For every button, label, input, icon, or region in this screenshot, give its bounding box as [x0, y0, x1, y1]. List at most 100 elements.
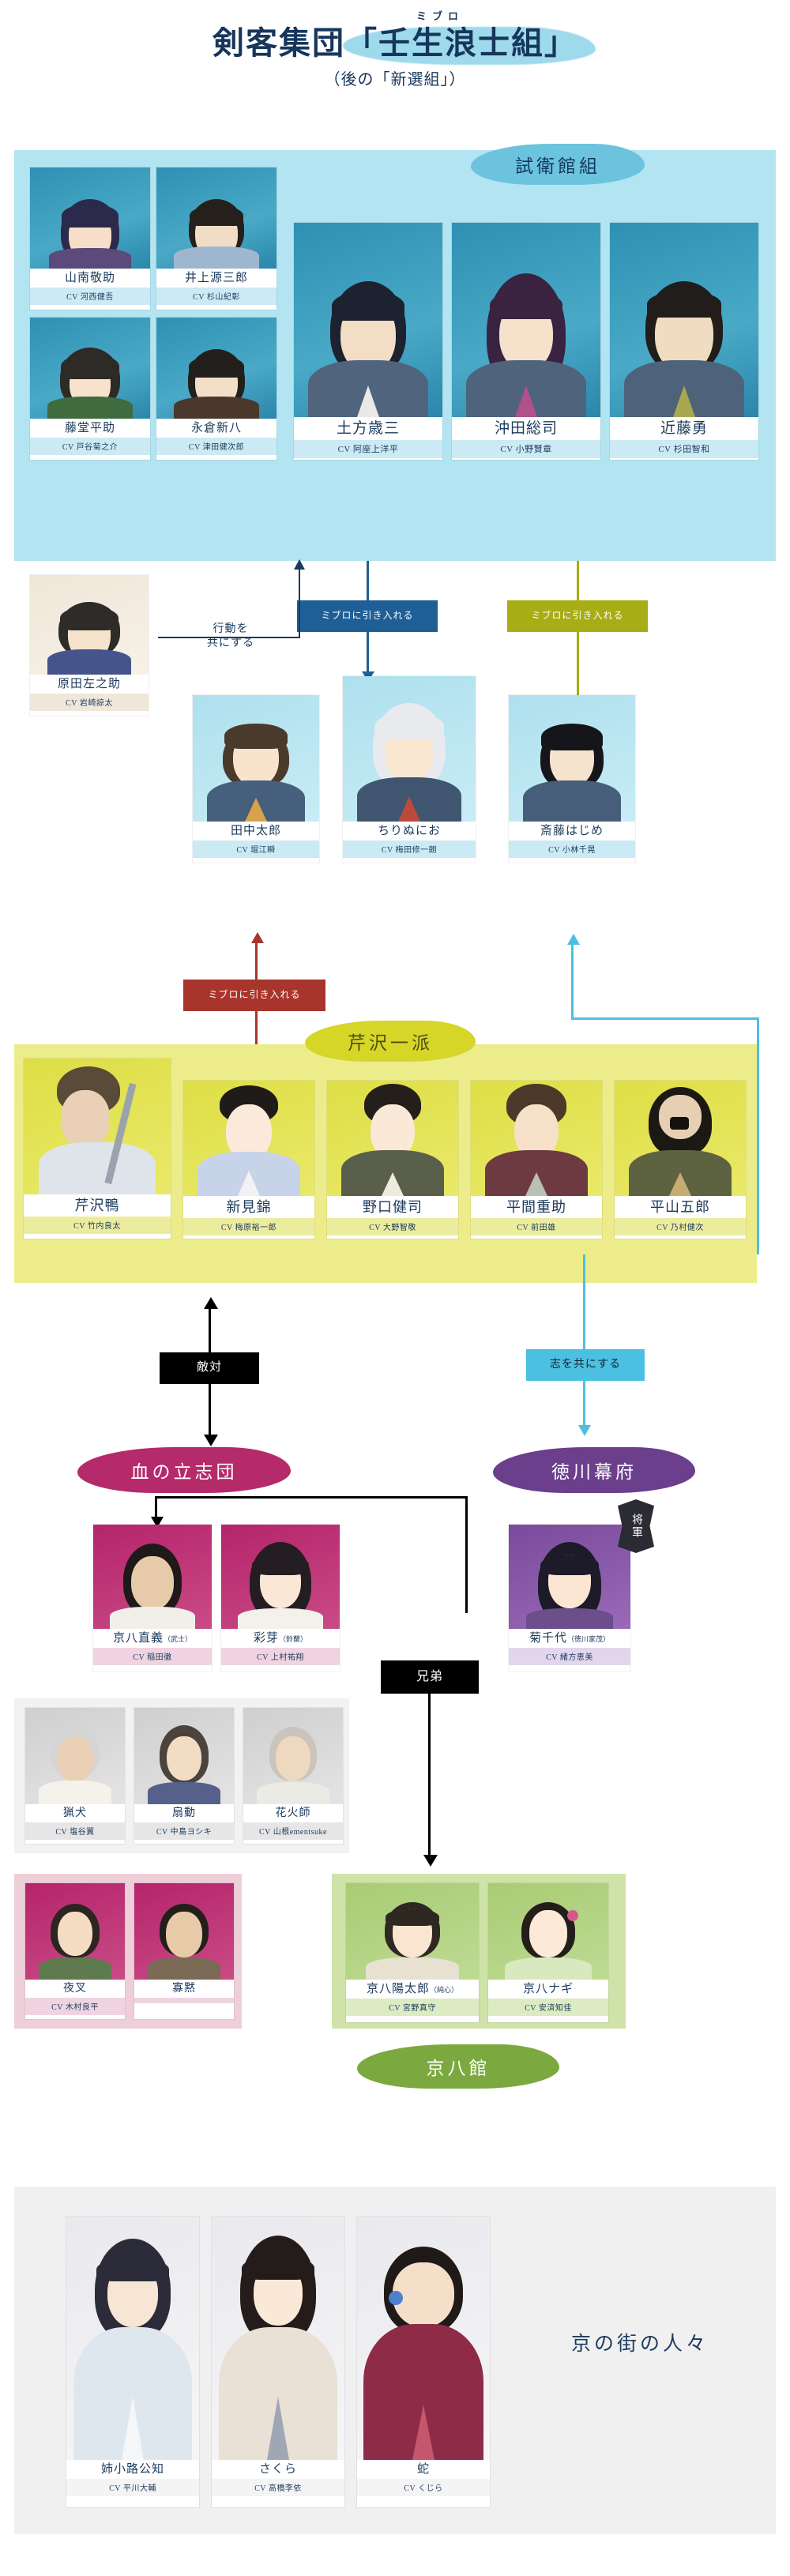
head-shape	[276, 1736, 310, 1781]
connector-arrow-kokorozashi	[578, 1425, 591, 1436]
character-cv: CV 稲田徹	[93, 1648, 212, 1666]
character-name: 蛇	[357, 2460, 490, 2480]
group-heading-serizawa: 芹沢一派	[305, 1021, 476, 1062]
character-cv: CV 杉田智和	[610, 439, 758, 458]
character-card-hijikata[interactable]: 土方歳三 CV 阿座上洋平	[294, 223, 442, 460]
fringe-shape	[96, 2258, 169, 2281]
character-portrait	[471, 1081, 602, 1196]
character-portrait	[509, 695, 635, 822]
character-portrait	[193, 695, 319, 822]
connector-line-kondo-down	[577, 561, 579, 608]
character-name: 井上源三郎	[156, 269, 276, 288]
character-name: 斎藤はじめ	[509, 822, 635, 841]
body-shape	[174, 397, 259, 419]
character-portrait	[66, 2217, 199, 2460]
character-card-ryoken[interactable]: 猟犬 CV 塩谷翼	[25, 1708, 125, 1844]
connector-line-risshidan-horizontal	[155, 1496, 468, 1499]
character-card-hanabishi[interactable]: 花火師 CV 山根ementsuke	[243, 1708, 343, 1844]
character-card-ayame[interactable]: 彩芽（鈴蘭） CV 上村祐翔	[221, 1525, 340, 1672]
character-cv: CV 津田健次郎	[156, 438, 276, 456]
fringe-shape	[540, 1555, 599, 1575]
character-card-kikuchiyo[interactable]: 菊千代（徳川家茂） CV 緒方恵美	[509, 1525, 630, 1672]
character-portrait	[30, 575, 149, 675]
character-portrait	[25, 1708, 125, 1804]
collar-shape	[669, 1172, 691, 1196]
connector-label-text: 敵対	[196, 1361, 222, 1374]
character-card-chirinunio[interactable]: ちりぬにお CV 梅田修一朗	[343, 676, 476, 863]
character-name-main: 京八陽太郎	[366, 1983, 430, 1995]
character-cv: CV 梅原裕一郎	[183, 1217, 314, 1235]
body-shape	[238, 1608, 323, 1629]
connector-label-mibu-olive[interactable]: ミブロに引き入れる	[507, 600, 648, 632]
connector-label-text: 兄弟	[416, 1669, 443, 1683]
character-cv: CV 安済知佳	[488, 1999, 608, 2017]
connector-arrow-red	[251, 932, 264, 943]
character-card-tanaka[interactable]: 田中太郎 CV 堀江瞬	[193, 695, 319, 863]
character-name: 野口健司	[327, 1196, 458, 1218]
head-shape	[61, 1090, 111, 1149]
connector-line-kokorozashi-upper	[583, 1254, 585, 1351]
connector-label-tekitai[interactable]: 敵対	[160, 1352, 259, 1384]
character-card-noguchi[interactable]: 野口健司 CV 大野智敬	[327, 1081, 458, 1239]
character-card-serizawa[interactable]: 芹沢鴨 CV 竹内良太	[24, 1059, 171, 1239]
connector-label-kyodai[interactable]: 兄弟	[381, 1660, 479, 1694]
connector-label-mibu-red[interactable]: ミブロに引き入れる	[183, 980, 325, 1011]
character-name: 京八ナギ	[488, 1980, 608, 1999]
connector-label-mibu-blue[interactable]: ミブロに引き入れる	[297, 600, 438, 632]
character-card-yasha[interactable]: 夜叉 CV 木村良平	[25, 1883, 125, 2019]
connector-line-tekitai-lower	[209, 1384, 211, 1436]
character-name: 花火師	[243, 1804, 343, 1823]
fringe-shape	[61, 354, 119, 379]
character-card-niimi[interactable]: 新見錦 CV 梅原裕一郎	[183, 1081, 314, 1239]
collar-shape	[525, 1172, 547, 1196]
character-cv: CV 梅田修一朗	[343, 840, 476, 859]
connector-line-cyan-horizontal	[571, 1017, 759, 1020]
title-main-line: ミブロ 剣客集団「壬生浪士組」	[213, 10, 596, 65]
character-name-suffix: （純心）	[430, 1986, 459, 1994]
character-card-kyohachi-naoyoshi[interactable]: 京八直義（武士） CV 稲田徹	[93, 1525, 212, 1672]
character-portrait	[221, 1525, 340, 1629]
character-card-hirayama[interactable]: 平山五郎 CV 乃村健次	[615, 1081, 746, 1239]
character-portrait	[30, 167, 150, 269]
collar-shape	[267, 2397, 289, 2460]
character-card-kamoku[interactable]: 寡黙	[134, 1883, 234, 2019]
body-shape	[148, 1957, 220, 1980]
character-card-sakura[interactable]: さくら CV 高橋李依	[212, 2217, 344, 2507]
character-card-kyohachi-nagi[interactable]: 京八ナギ CV 安済知佳	[488, 1883, 608, 2022]
character-card-saito[interactable]: 斎藤はじめ CV 小林千晃	[509, 695, 635, 863]
character-name-suffix: （鈴蘭）	[279, 1635, 308, 1643]
fringe-shape	[541, 724, 603, 750]
character-name: 夜叉	[25, 1980, 125, 1999]
character-cv: CV くじら	[357, 2479, 490, 2497]
character-name: 扇動	[134, 1804, 234, 1823]
body-shape	[148, 1782, 220, 1804]
character-card-harada[interactable]: 原田左之助 CV 岩崎諒太	[30, 575, 149, 716]
character-card-okita[interactable]: 沖田総司 CV 小野賢章	[452, 223, 600, 460]
character-name: 原田左之助	[30, 675, 149, 694]
head-shape	[166, 1912, 202, 1957]
fringe-shape	[242, 2256, 314, 2280]
connector-label-kokorozashi[interactable]: 志を共にする	[526, 1349, 645, 1381]
character-card-sendo[interactable]: 扇動 CV 中島ヨシキ	[134, 1708, 234, 1844]
character-card-nagakura[interactable]: 永倉新八 CV 津田健次郎	[156, 318, 276, 460]
connector-label-text: ミブロに引き入れる	[321, 610, 414, 622]
head-shape	[58, 1912, 92, 1956]
collar-shape	[515, 385, 537, 417]
character-card-inoue[interactable]: 井上源三郎 CV 杉山紀彰	[156, 167, 276, 310]
connector-label-text: 行動を 共にする	[206, 622, 255, 649]
fringe-shape	[60, 607, 118, 630]
character-card-hebi[interactable]: 蛇 CV くじら	[357, 2217, 490, 2507]
body-shape	[505, 1957, 592, 1980]
character-name: 菊千代（徳川家茂）	[509, 1629, 630, 1649]
character-card-hirama[interactable]: 平間重助 CV 前田雄	[471, 1081, 602, 1239]
connector-line-risshidan-left-drop	[155, 1496, 157, 1520]
character-portrait	[343, 676, 476, 822]
collar-shape	[357, 385, 379, 417]
character-card-kondo[interactable]: 近藤勇 CV 杉田智和	[610, 223, 758, 460]
character-card-kyohachi-yotaro[interactable]: 京八陽太郎（純心） CV 宮野真守	[346, 1883, 479, 2022]
collar-shape	[398, 796, 420, 822]
character-card-anegakoji[interactable]: 姉小路公知 CV 平川大輔	[66, 2217, 199, 2507]
character-name-suffix: （徳川家茂）	[567, 1635, 611, 1643]
character-card-yamanami[interactable]: 山南敬助 CV 河西健吾	[30, 167, 150, 310]
character-card-todo[interactable]: 藤堂平助 CV 戸谷菊之介	[30, 318, 150, 460]
